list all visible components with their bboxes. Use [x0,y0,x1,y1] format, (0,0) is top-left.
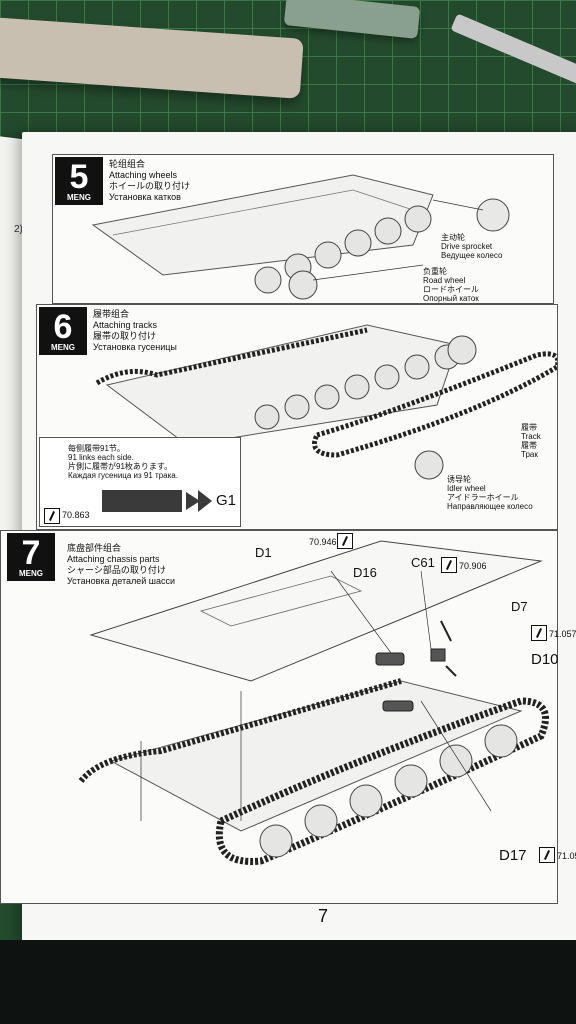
drive-wheel-cn: 主动轮 [441,233,465,242]
step-5-title-jp: ホイールの取り付け [109,181,191,191]
step-6-title-cn: 履带组合 [93,309,130,319]
idler-cn: 诱导轮 [447,475,471,484]
part-d1: D1 [255,545,272,560]
part-d10: D10 [531,651,559,668]
part-d16: D16 [353,565,377,580]
left-page-fragment: 2) [14,224,23,235]
part-c61: C61 [411,555,435,570]
idler-jp: アイドラーホイール [447,493,519,502]
step-7-title-en: Attaching chassis parts [67,554,160,564]
part-d7: D7 [511,599,528,614]
step-6-title-jp: 履帯の取り付け [93,331,157,341]
track-label: 履带 Track 履帯 Трак [521,423,541,459]
table-edge [0,940,576,1024]
step-6-track-drawing [95,324,557,480]
track-note-ru: Каждая гусеница из 91 трака. [68,471,178,480]
road-wheel-label: 负重轮 Road wheel ロードホイール Опорный каток [423,267,479,303]
step-5-number: 5 [69,158,89,196]
step-7-title-cn: 底盘部件组合 [67,543,122,553]
track-en: Track [521,432,541,441]
step-5-brand: MENG [67,193,91,202]
track-note: 每侧履带91节。 91 links each side. 片側に履帯が91枚あり… [68,444,178,480]
track-note-cn: 每侧履带91节。 [68,444,125,453]
paint-icon-70946 [337,533,353,549]
step-7-title-ru: Установка деталей шасси [67,576,176,586]
track-note-en: 91 links each side. [68,453,134,462]
step-7-badge: 7 MENG [7,533,55,581]
idler-label: 诱导轮 Idler wheel アイドラーホイール Направляющее к… [447,475,533,511]
road-wheel-cn: 负重轮 [423,267,447,276]
paint-code-71057: 71.057 [549,629,576,639]
road-wheel-en: Road wheel [423,276,466,285]
page-number: 7 [318,906,329,926]
drive-wheel-en: Drive sprocket [441,242,493,251]
step-5-hull-drawing [91,174,510,300]
step-6-number: 6 [53,308,73,346]
idler-ru: Направляющее колесо [447,502,533,511]
step-6-badge: 6 MENG [39,307,87,355]
step-7-panel: 7 MENG 底盘部件组合 Attaching chassis parts シャ… [0,530,576,904]
step-5-panel: 5 MENG 轮组组合 Attaching wheels ホイールの取り付け У… [52,154,554,304]
paint-code-70946: 70.946 [309,537,337,547]
step-5-heading: 轮组组合 Attaching wheels ホイールの取り付け Установк… [109,159,190,203]
step-5-title-cn: 轮组组合 [109,159,146,169]
paint-code-70906: 70.906 [459,561,487,571]
step-5-title-en: Attaching wheels [109,170,178,180]
track-cn: 履带 [521,423,537,432]
paint-code-70863: 70.863 [62,510,90,520]
paint-code-7105: 71.05 [557,851,576,861]
paint-icon-7105 [539,847,555,863]
track-note-box: 每侧履带91节。 91 links each side. 片側に履帯が91枚あり… [39,437,241,527]
part-d17: D17 [499,847,527,864]
paint-icon-70906 [441,557,457,573]
step-6-panel: 6 MENG 履带组合 Attaching tracks 履帯の取り付け Уст… [36,304,558,530]
step-7-title-jp: シャーシ部品の取り付け [67,565,166,575]
paint-icon [44,508,60,524]
step-6-brand: MENG [51,343,75,352]
step-5-badge: 5 MENG [55,157,103,205]
step-6-title-ru: Установка гусеницы [93,342,177,352]
step-7-chassis-drawing [78,540,549,865]
track-links-drawing [102,490,212,512]
instruction-page: 5 MENG 轮组组合 Attaching wheels ホイールの取り付け У… [0,132,576,952]
track-note-jp: 片側に履帯が91枚あります。 [68,462,173,471]
road-wheel-jp: ロードホイール [423,285,479,294]
track-jp: 履帯 [521,441,537,450]
step-6-title-en: Attaching tracks [93,320,158,330]
step-5-title-ru: Установка катков [109,192,181,202]
paint-icon-71057 [531,625,547,641]
idler-en: Idler wheel [447,484,486,493]
drive-wheel-label: 主动轮 Drive sprocket Ведущее колесо [441,233,502,260]
drive-wheel-ru: Ведущее колесо [441,251,503,260]
track-ru: Трак [521,450,538,459]
road-wheel-ru: Опорный каток [423,294,479,303]
step-6-heading: 履带组合 Attaching tracks 履帯の取り付け Установка … [93,309,177,353]
part-g1: G1 [216,492,237,509]
step-7-heading: 底盘部件组合 Attaching chassis parts シャーシ部品の取り… [67,543,175,587]
step-7-brand: MENG [19,569,43,578]
step-7-number: 7 [21,534,41,572]
